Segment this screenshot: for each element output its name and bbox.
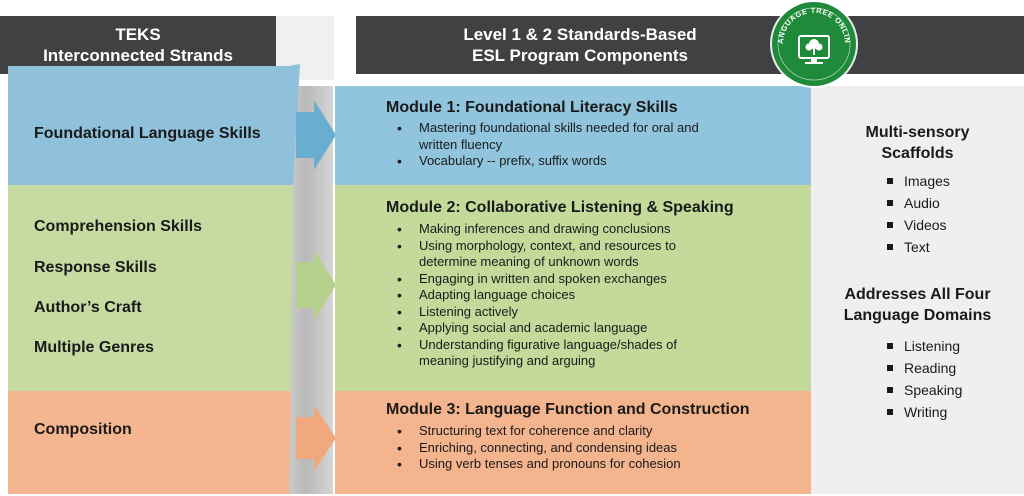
strand-composition: Composition — [34, 421, 132, 438]
list-item: Vocabulary -- prefix, suffix words — [397, 153, 777, 170]
module-3-title: Module 3: Language Function and Construc… — [386, 401, 750, 418]
module-2-title: Module 2: Collaborative Listening & Spea… — [386, 199, 734, 216]
list-item: Audio — [887, 192, 950, 214]
domains-title: Addresses All Four Language Domains — [843, 286, 992, 324]
module-2-panel: Module 2: Collaborative Listening & Spea… — [335, 185, 811, 391]
strand-authors-craft: Author’s Craft — [34, 299, 142, 316]
list-item: Engaging in written and spoken exchanges — [397, 271, 777, 288]
list-item: Videos — [887, 214, 950, 236]
list-item: Using morphology, context, and resources… — [397, 238, 709, 271]
module-3-bullets: Structuring text for coherence and clari… — [397, 423, 777, 473]
list-item: Reading — [887, 357, 962, 379]
list-item: Writing — [887, 401, 962, 423]
strand-multiple-genres: Multiple Genres — [34, 339, 155, 356]
list-item: Using verb tenses and pronouns for cohes… — [397, 456, 777, 473]
list-item: Listening actively — [397, 304, 777, 321]
left-header-line2: Interconnected Strands — [43, 46, 233, 65]
arrow-right-icon — [296, 405, 336, 471]
arrow-right-icon — [296, 100, 336, 170]
list-item: Applying social and academic language — [397, 320, 777, 337]
scaffolds-title: Multi-sensory Scaffolds — [865, 124, 970, 162]
list-item: Structuring text for coherence and clari… — [397, 423, 777, 440]
domains-list: Listening Reading Speaking Writing — [887, 335, 962, 423]
strand-foundational-language-skills: Foundational Language Skills — [34, 125, 261, 142]
list-item: Text — [887, 236, 950, 258]
left-header-shadow — [276, 16, 334, 80]
module-3-panel: Module 3: Language Function and Construc… — [335, 391, 811, 494]
scaffolds-list: Images Audio Videos Text — [887, 170, 950, 258]
list-item: Understanding figurative language/shades… — [397, 337, 719, 370]
language-tree-online-logo: LANGUAGE TREE ONLINE — [767, 0, 858, 88]
list-item: Speaking — [887, 379, 962, 401]
features-panel: Multi-sensory Scaffolds Images Audio Vid… — [811, 86, 1024, 494]
left-header-line1: TEKS — [115, 25, 161, 44]
right-header-line1: Level 1 & 2 Standards-Based — [463, 25, 697, 44]
list-item: Images — [887, 170, 950, 192]
strand-comprehension-skills: Comprehension Skills — [34, 218, 203, 235]
list-item: Enriching, connecting, and condensing id… — [397, 440, 777, 457]
strand-bands — [8, 64, 300, 494]
left-header: TEKS Interconnected Strands — [0, 16, 276, 74]
module-1-bullets: Mastering foundational skills needed for… — [397, 120, 777, 170]
module-1-title: Module 1: Foundational Literacy Skills — [386, 99, 678, 116]
arrow-right-icon — [296, 250, 336, 320]
module-2-bullets: Making inferences and drawing conclusion… — [397, 221, 777, 370]
list-item: Making inferences and drawing conclusion… — [397, 221, 777, 238]
module-1-panel: Module 1: Foundational Literacy Skills M… — [335, 86, 811, 185]
right-header: Level 1 & 2 Standards-Based ESL Program … — [356, 16, 1024, 74]
strand-response-skills: Response Skills — [34, 259, 157, 276]
list-item: Listening — [887, 335, 962, 357]
list-item: Adapting language choices — [397, 287, 777, 304]
right-header-line2: ESL Program Components — [472, 46, 688, 65]
list-item: Mastering foundational skills needed for… — [397, 120, 719, 153]
